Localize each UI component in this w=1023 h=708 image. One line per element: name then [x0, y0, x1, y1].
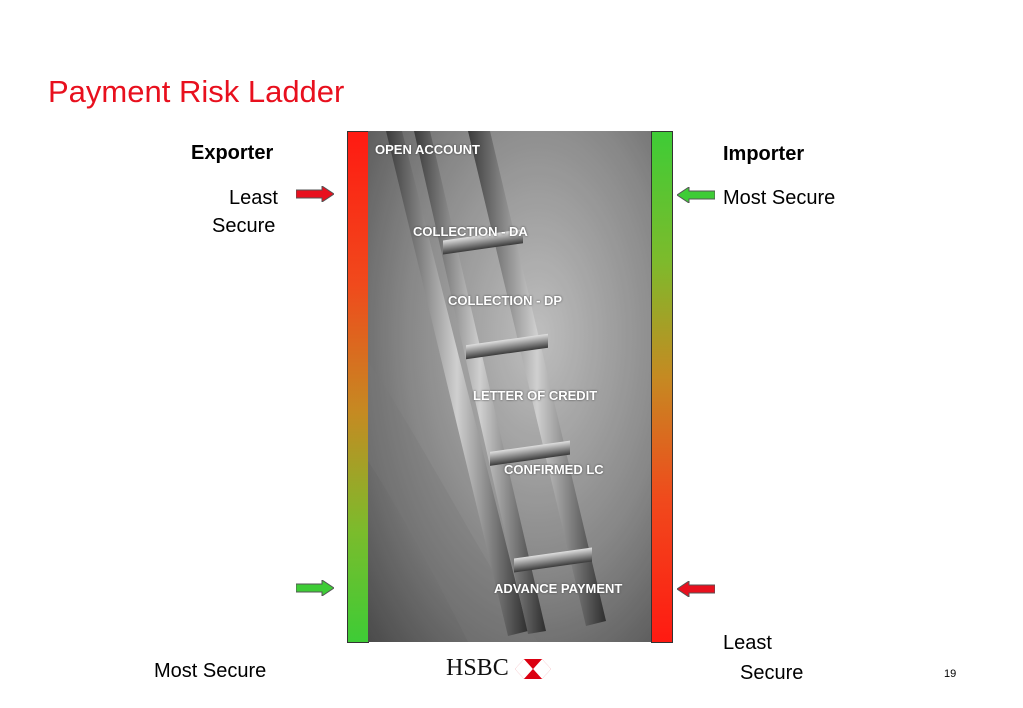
importer-top-arrow-icon [677, 187, 715, 203]
ladder-image: OPEN ACCOUNT COLLECTION - DA COLLECTION … [368, 131, 651, 642]
exporter-bottom-arrow-icon [296, 580, 334, 596]
ladder-step-collection-da: COLLECTION - DA [413, 224, 528, 239]
importer-least-secure-line1: Least [723, 632, 772, 654]
exporter-most-secure: Most Secure [154, 660, 267, 682]
ladder-step-advance-payment: ADVANCE PAYMENT [494, 581, 623, 596]
importer-risk-bar [651, 131, 673, 643]
hsbc-logo-text: HSBC [446, 655, 509, 681]
page-number: 19 [944, 668, 957, 680]
exporter-top-arrow-icon [296, 186, 334, 202]
importer-most-secure: Most Secure [723, 187, 836, 209]
exporter-least-secure-line1: Least [229, 187, 278, 209]
exporter-least-secure-line2: Secure [212, 215, 276, 237]
ladder-illustration [368, 131, 651, 642]
hsbc-hexagon-logo-icon [514, 658, 551, 679]
exporter-risk-bar [347, 131, 369, 643]
importer-bottom-arrow-icon [677, 581, 715, 597]
hsbc-logo: HSBC [446, 655, 551, 682]
ladder-step-collection-dp: COLLECTION - DP [448, 293, 563, 308]
slide-title: Payment Risk Ladder [48, 74, 345, 109]
importer-least-secure-line2: Secure [740, 662, 804, 684]
ladder-step-open-account: OPEN ACCOUNT [375, 142, 480, 157]
exporter-heading: Exporter [191, 142, 274, 164]
ladder-step-letter-of-credit: LETTER OF CREDIT [473, 388, 598, 403]
importer-heading: Importer [723, 143, 805, 165]
ladder-step-confirmed-lc: CONFIRMED LC [504, 462, 604, 477]
